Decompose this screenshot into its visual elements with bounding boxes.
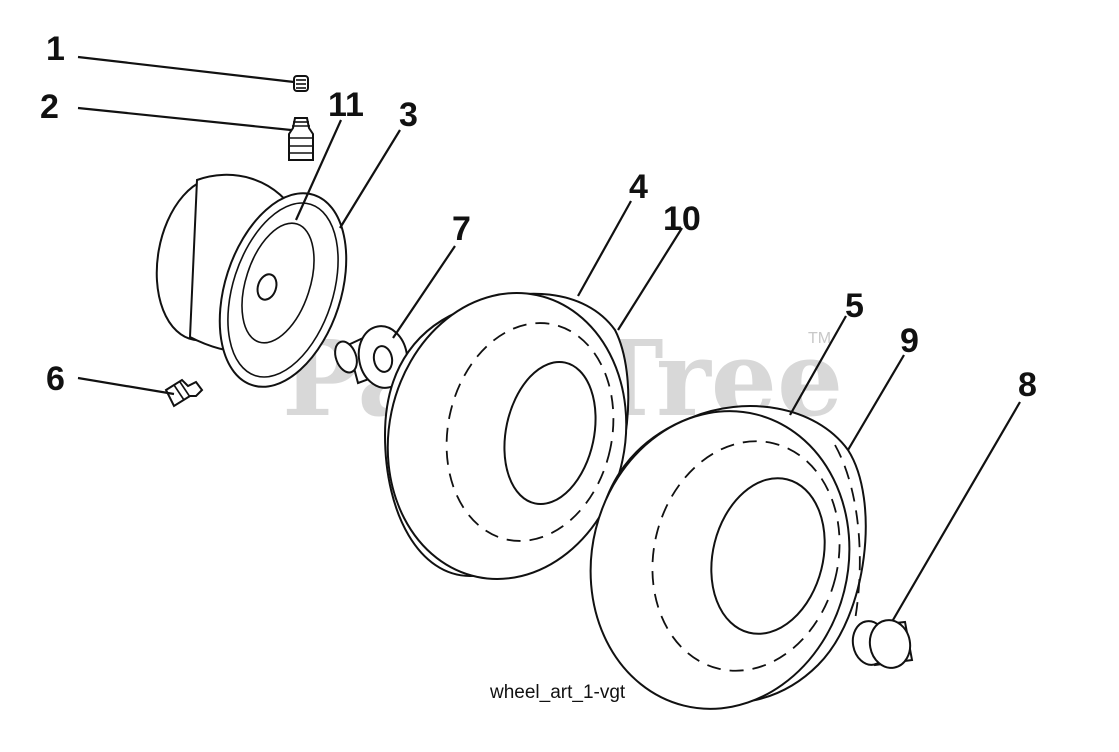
leader-3: [339, 129, 401, 229]
part-8-hub-cap: [851, 619, 914, 669]
leader-11: [294, 119, 343, 221]
leader-5: [789, 315, 847, 416]
leader-4: [577, 200, 632, 297]
diagram-caption: wheel_art_1-vgt: [489, 682, 626, 703]
leader-6: [77, 376, 175, 396]
part-4-front-tire: [383, 292, 630, 580]
callout-7: 7: [452, 210, 471, 248]
part-7-bushing: [334, 325, 409, 389]
callout-10: 10: [663, 200, 701, 238]
part-1-valve-cap: [293, 75, 309, 92]
leader-lines: [77, 55, 1021, 621]
leader-10: [617, 227, 683, 331]
leader-7: [392, 245, 456, 339]
callout-2: 2: [40, 88, 59, 126]
callout-labels: 1 2 11 3 7 4 10 5 9 8 6: [40, 30, 1037, 404]
leader-8: [892, 401, 1021, 621]
leader-2: [77, 106, 292, 132]
leader-1: [77, 55, 295, 84]
part-11-rim: [155, 173, 348, 388]
callout-8: 8: [1018, 366, 1037, 404]
callout-11: 11: [328, 86, 364, 124]
callout-4: 4: [629, 168, 648, 206]
callout-9: 9: [900, 322, 919, 360]
part-6-grease-fitting: [164, 378, 204, 408]
callout-6: 6: [46, 360, 65, 398]
callout-1: 1: [46, 30, 65, 68]
part-5-rear-tire: [589, 405, 867, 710]
watermark-trademark: TM: [808, 330, 831, 347]
leader-9: [847, 354, 905, 451]
callout-5: 5: [845, 287, 864, 325]
part-2-valve-stem: [288, 117, 314, 161]
callout-3: 3: [399, 96, 418, 134]
